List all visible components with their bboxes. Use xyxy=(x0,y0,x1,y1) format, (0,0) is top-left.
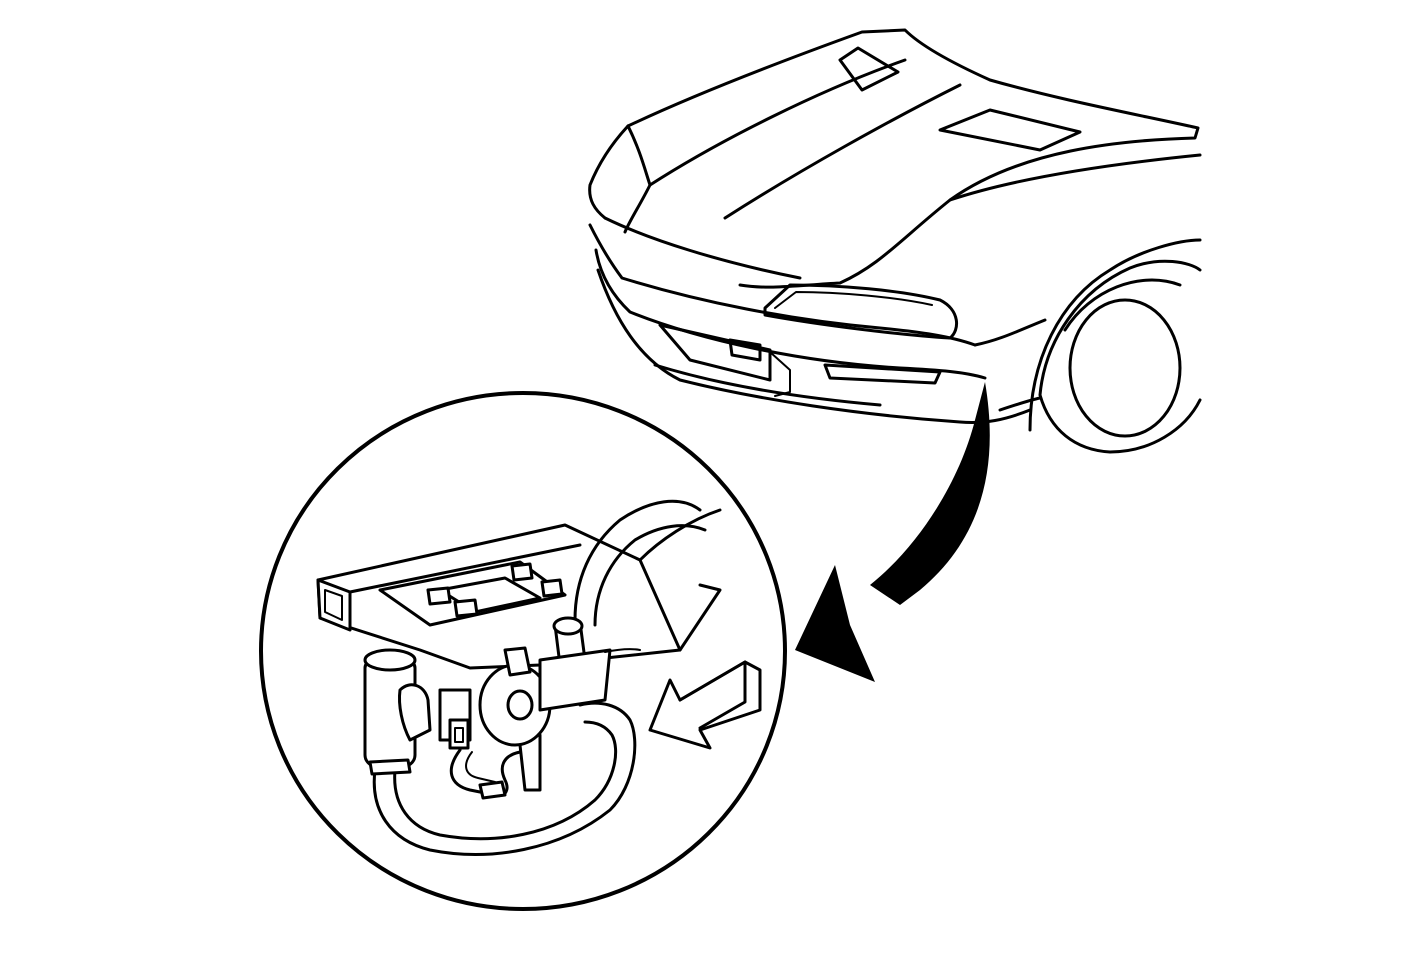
bolt-1 xyxy=(426,586,452,606)
headlamp xyxy=(763,283,959,340)
bolt-3 xyxy=(510,562,534,582)
connector-terminal xyxy=(454,727,464,743)
bracket-tab xyxy=(538,648,612,712)
callout-arrow-shaft xyxy=(870,382,990,605)
valve-port xyxy=(506,689,534,721)
callout-arrow xyxy=(795,382,990,682)
hood-outline xyxy=(626,28,1200,289)
pump-outlet xyxy=(398,683,432,742)
hose-clamp-small xyxy=(478,780,507,800)
hose-clamp-lower xyxy=(368,758,412,776)
hood-stripe-left xyxy=(648,58,907,187)
bumper-upper xyxy=(594,248,987,380)
front-direction-arrow-face xyxy=(678,660,747,730)
rocker-line xyxy=(998,396,1042,412)
grille-slot xyxy=(728,338,762,362)
bumper-bottom xyxy=(653,363,882,407)
bolt-4 xyxy=(540,578,564,598)
hood-stripe-right xyxy=(723,83,962,220)
frame-rail-top-edge xyxy=(348,543,582,594)
headlamp-inner xyxy=(774,291,933,309)
upper-hose xyxy=(573,499,702,622)
pump-cap xyxy=(363,648,417,672)
lower-hose-loop-inner xyxy=(393,720,618,841)
callout-arrow-head xyxy=(795,565,875,682)
connector-plug xyxy=(448,718,470,750)
hood-vent-left xyxy=(838,46,900,92)
tire-outer xyxy=(1038,259,1202,454)
frame-rail-end-inner xyxy=(324,589,343,621)
front-contour-upper xyxy=(588,124,630,220)
small-hose-inner xyxy=(465,751,496,783)
lower-hose-loop xyxy=(372,701,637,856)
hood-vent-right xyxy=(938,108,1082,152)
body-side-lower xyxy=(973,318,1047,347)
wheel-arch xyxy=(1028,238,1202,432)
vehicle-front-view xyxy=(588,28,1202,454)
front-fascia-upper xyxy=(603,216,802,280)
license-bracket xyxy=(769,351,791,397)
bolt-2 xyxy=(453,598,479,618)
front-direction-arrow xyxy=(648,660,762,750)
front-fascia-mid xyxy=(588,223,977,347)
tire-inner xyxy=(1063,278,1182,332)
bracket-tab-slot xyxy=(604,648,641,653)
valve-fitting xyxy=(503,646,532,677)
fender-liner xyxy=(638,508,722,652)
wheel-hub xyxy=(1068,298,1182,438)
detail-circle xyxy=(259,391,787,911)
front-direction-arrow-body xyxy=(648,660,762,750)
fog-lamp-opening xyxy=(823,363,942,385)
mount-stud-head xyxy=(552,616,584,636)
pump-supply-tube xyxy=(518,733,542,792)
front-nose-line xyxy=(623,124,652,234)
detail-view xyxy=(259,391,787,911)
body-side-line xyxy=(948,153,1202,202)
